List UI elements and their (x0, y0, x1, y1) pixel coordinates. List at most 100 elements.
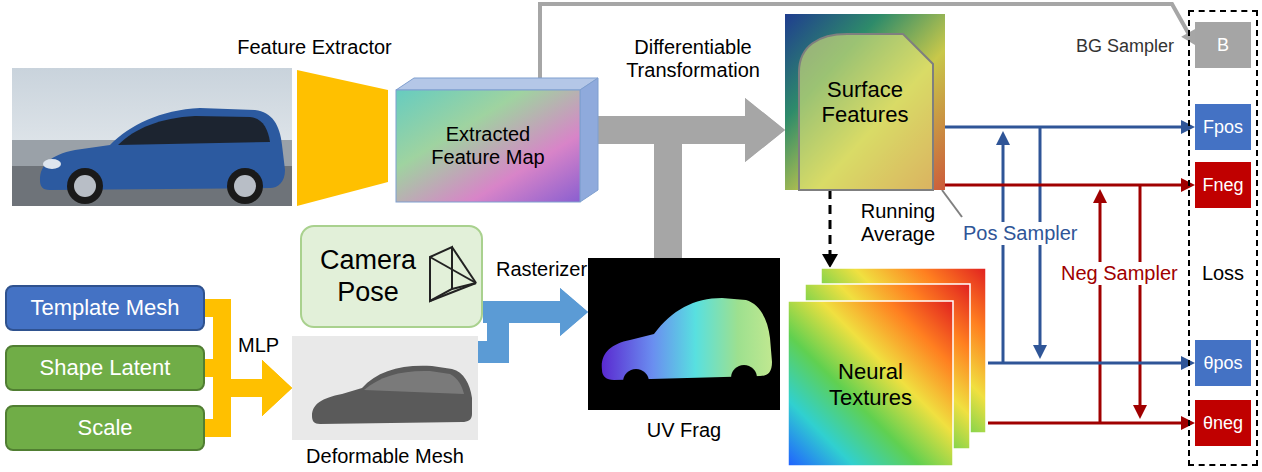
arrow-head (560, 288, 588, 336)
connector-line (668, 130, 746, 258)
edge-label: Differentiable Transformation (608, 36, 778, 82)
node-label: Extracted Feature Map (413, 123, 563, 169)
neg-sampler-line (1139, 185, 1142, 405)
loss-term: Fpos (1195, 104, 1251, 150)
edge-label: Running Average (842, 200, 954, 246)
box-top-face (396, 78, 598, 90)
object-region (799, 34, 933, 190)
node-label: Template Mesh (30, 295, 179, 320)
connector (822, 190, 838, 268)
node-label: Loss (1202, 262, 1244, 285)
arrow-head (262, 360, 292, 416)
loss-term: θneg (1195, 400, 1251, 446)
feature-map: Extracted Feature Map (396, 78, 598, 202)
node-label: Scale (77, 415, 132, 440)
car-wheel (67, 168, 103, 204)
node-label: Surface Features (805, 77, 925, 128)
camera-icon (430, 247, 476, 301)
arrow-head (996, 131, 1010, 145)
edge-label-box: MLP (238, 334, 279, 357)
car-rim (74, 175, 96, 197)
edge-label-box: BG Sampler (1076, 36, 1174, 57)
edge-label: Rasterizer (496, 258, 587, 281)
shape-art (232, 36, 397, 208)
loss-term: θpos (1195, 340, 1251, 386)
node-label: Camera Pose (312, 245, 424, 307)
input-box: Shape Latent (5, 345, 205, 391)
sampler-label: Neg Sampler (1058, 262, 1181, 285)
deformable-mesh: Deformable Mesh (292, 336, 478, 468)
connector-line (205, 388, 263, 428)
loss-box: Loss B FposFneg θpos θneg (1188, 10, 1258, 466)
pos-sampler-line (1002, 143, 1005, 363)
neural-textures: Neural Textures (788, 268, 988, 468)
node-label: Neural Textures (811, 359, 931, 410)
photo-sky (12, 68, 292, 206)
arrow-head (822, 254, 838, 268)
box-front-face (396, 90, 580, 202)
arrow-head (262, 360, 292, 416)
node-label: Feature Extractor (237, 36, 392, 59)
arrow-head (1093, 189, 1107, 203)
arrow-head (262, 360, 292, 416)
connector-line (478, 312, 561, 352)
mesh-background (292, 336, 478, 440)
arrow-head (1133, 405, 1147, 419)
sampler-label: Pos Sampler (960, 222, 1081, 245)
arrow-head (560, 288, 588, 336)
connector (945, 178, 1195, 192)
wheel-cutout (731, 365, 757, 391)
car-headlight (43, 159, 61, 169)
edge-label-box: Rasterizer (496, 258, 587, 281)
sampler-label-box: Pos Sampler (960, 222, 1081, 245)
wheel-cutout (623, 369, 649, 395)
connector-line (988, 422, 1182, 425)
node-label: θneg (1203, 413, 1243, 434)
node-label: Deformable Mesh (306, 445, 464, 468)
car-wheel (227, 168, 263, 204)
node-label: θpos (1203, 353, 1242, 374)
connector (668, 98, 785, 258)
texture-layer (788, 301, 953, 466)
node-label: Fneg (1202, 175, 1243, 196)
car-rim (234, 175, 256, 197)
edge-label: MLP (238, 334, 279, 357)
arrow-head (745, 98, 785, 162)
box-side-face (580, 78, 598, 202)
feature-square (785, 14, 945, 190)
mesh-car (312, 366, 472, 424)
node-label: B (1217, 35, 1229, 56)
connector-line (945, 126, 1182, 129)
input-box: Template Mesh (5, 285, 205, 331)
surface-features: Surface Features (785, 14, 945, 190)
feature-extractor: Feature Extractor (232, 36, 397, 208)
uv-background (588, 258, 780, 410)
node-label: UV Frag (647, 419, 721, 442)
encoder-trapezoid (297, 70, 388, 206)
connector (478, 288, 588, 352)
leader-line (942, 190, 962, 217)
edge-label-box: Differentiable Transformation (608, 36, 778, 82)
car-window (118, 116, 270, 145)
connector-line (829, 190, 832, 255)
camera-pose-box: Camera Pose (300, 225, 483, 328)
loss-term: Fneg (1195, 162, 1251, 208)
connector-line (988, 362, 1182, 365)
connector (988, 356, 1195, 370)
input-box: Scale (5, 405, 205, 451)
node-label: Fpos (1203, 117, 1243, 138)
loss-term: B (1195, 22, 1251, 68)
connector-line (945, 184, 1182, 187)
node-label: Shape Latent (40, 355, 171, 380)
arrow-head (1033, 345, 1047, 359)
shape-art (588, 258, 780, 442)
connector (205, 360, 292, 428)
arrow-head (745, 98, 785, 162)
sampler-label-box: Neg Sampler (1058, 262, 1181, 285)
car-photo (12, 68, 292, 206)
connector (988, 416, 1195, 430)
neg-sampler-line (1099, 201, 1102, 423)
edge-label: BG Sampler (1076, 36, 1174, 57)
edge-label-box: Running Average (842, 200, 954, 246)
uv-fragment: UV Frag (588, 258, 780, 442)
